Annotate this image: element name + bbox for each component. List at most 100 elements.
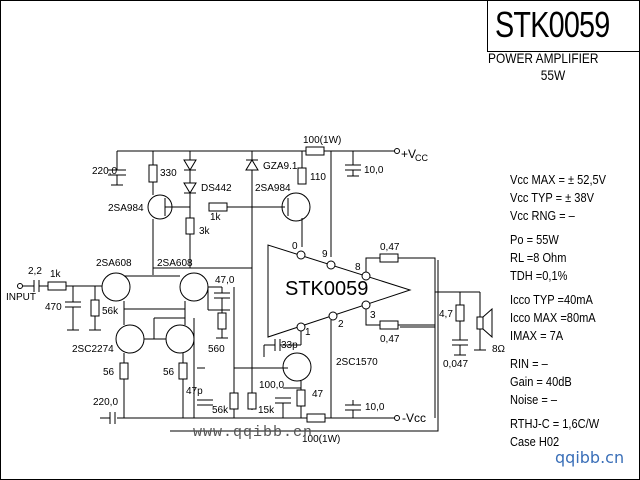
label-speaker-8ohm: 8Ω <box>492 344 506 355</box>
label-2sa608-a: 2SA608 <box>96 258 132 269</box>
resistor-330 <box>148 164 158 183</box>
label-r-3k: 3k <box>199 226 211 237</box>
label-c-100: 100,0 <box>259 380 284 391</box>
spec-imax: IMAX = 7A <box>510 328 564 343</box>
resistor-047-top <box>379 253 399 263</box>
title-box <box>487 0 640 52</box>
spec-vcc-typ: Vcc TYP = ± 38V <box>510 190 594 205</box>
spec-vcc-rng: Vcc RNG = – <box>510 208 575 223</box>
transistor-2sa608-a <box>101 272 131 302</box>
label-c-10-top: 10,0 <box>364 165 384 176</box>
label-r-56-a: 56 <box>103 367 115 378</box>
pin-2-label: 2 <box>338 319 344 330</box>
ic-stk0059-body <box>267 244 412 338</box>
resistor-56k-a <box>90 299 100 317</box>
label-r-15k: 15k <box>258 405 275 416</box>
resistor-1k-input <box>47 281 67 291</box>
vcc-pos-terminal <box>394 148 400 154</box>
spec-vcc-max: Vcc MAX = ± 52,5V <box>510 172 607 187</box>
ic-label: STK0059 <box>285 278 368 300</box>
spec-case: Case H02 <box>510 434 560 449</box>
spec-icco-max: Icco MAX =80mA <box>510 310 596 325</box>
label-2sc2274: 2SC2274 <box>72 344 114 355</box>
transistor-2sa608-b <box>179 272 209 302</box>
label-r-560: 560 <box>208 344 225 355</box>
spec-tdh: TDH =0,1% <box>510 268 568 283</box>
pin-0-label: 0 <box>292 241 298 252</box>
label-r-100-bot: 100(1W) <box>302 434 340 445</box>
resistor-100-bottom <box>306 413 326 423</box>
schematic-border <box>170 260 439 432</box>
vcc-neg-label: -Vcc <box>402 411 426 425</box>
input-terminal <box>17 283 23 289</box>
label-r-4.7: 4,7 <box>439 309 453 320</box>
resistor-100-top <box>305 146 325 156</box>
diode-b <box>183 182 197 194</box>
spec-noise: Noise = – <box>510 392 558 407</box>
resistor-110 <box>297 167 307 185</box>
label-r-56k-b: 56k <box>212 405 229 416</box>
spec-rl: RL =8 Ohm <box>510 250 567 265</box>
label-r-330: 330 <box>160 168 177 179</box>
part-number-title: STK0059 <box>495 4 610 45</box>
spec-rin: RIN = – <box>510 356 548 371</box>
ic-pin-2 <box>328 311 338 321</box>
description-subtitle: POWER AMPLIFIER <box>488 50 599 66</box>
input-label: INPUT <box>6 292 36 303</box>
label-r-1k: 1k <box>210 212 222 223</box>
pin-9-label: 9 <box>322 249 328 260</box>
pin-3-label: 3 <box>370 310 376 321</box>
vcc-pos-label: +V <box>401 147 416 161</box>
ic-pin-1 <box>296 322 306 332</box>
ic-pin-3 <box>361 300 371 310</box>
resistor-56-b <box>178 362 188 380</box>
watermark-url-blue: qqibb.cn <box>555 448 625 467</box>
transistor-2sc2274-a <box>115 324 145 354</box>
spec-icco-typ: Icco TYP =40mA <box>510 292 593 307</box>
label-2sa984-a: 2SA984 <box>108 203 144 214</box>
label-r-in: 1k <box>50 269 62 280</box>
label-2sa608-b: 2SA608 <box>157 258 193 269</box>
watermark-url-gray: www.qqibb.cn <box>193 424 314 441</box>
label-c-220-bot: 220,0 <box>93 397 118 408</box>
label-c-in: 2,2 <box>28 266 42 277</box>
label-ds442: DS442 <box>201 183 232 194</box>
resistor-047-bottom <box>379 320 399 330</box>
wire <box>365 257 380 272</box>
spec-gain: Gain = 40dB <box>510 374 572 389</box>
label-gza9.1: GZA9.1 <box>263 161 298 172</box>
resistor-47 <box>296 389 306 407</box>
speaker-icon <box>482 307 493 339</box>
zener-gza9.1 <box>245 159 259 171</box>
spec-po: Po = 55W <box>510 232 559 247</box>
speaker-coil <box>476 316 484 330</box>
resistor-56k-b <box>229 392 239 410</box>
pin-8-label: 8 <box>355 262 361 273</box>
label-c-470: 470 <box>45 302 62 313</box>
resistor-560 <box>217 312 227 330</box>
label-c-10-bot: 10,0 <box>365 402 385 413</box>
ic-pin-0 <box>296 250 306 260</box>
label-r-100-top: 100(1W) <box>303 135 341 146</box>
label-r-047-top: 0,47 <box>380 242 400 253</box>
transistor-2sc1570 <box>282 352 312 382</box>
label-r-56-b: 56 <box>163 367 175 378</box>
label-c-220-top: 220,0 <box>92 166 117 177</box>
label-c-0047: 0,047 <box>443 359 468 370</box>
label-r-47: 47 <box>312 389 324 400</box>
ic-pin-9 <box>326 260 336 270</box>
resistor-4.7 <box>455 304 465 322</box>
pin-1-label: 1 <box>305 327 311 338</box>
power-rating: 55W <box>540 67 566 83</box>
resistor-1k <box>208 202 228 212</box>
label-r-110: 110 <box>310 172 326 183</box>
vcc-neg-terminal <box>394 415 400 421</box>
label-r-047-bot: 0,47 <box>380 334 400 345</box>
label-2sa984-b: 2SA984 <box>255 183 291 194</box>
label-2sc1570: 2SC1570 <box>336 357 378 368</box>
wire <box>365 309 380 326</box>
transistor-2sa984-b <box>281 192 311 222</box>
label-c-47: 47,0 <box>215 275 235 286</box>
label-c-33p: 33p <box>281 340 298 351</box>
